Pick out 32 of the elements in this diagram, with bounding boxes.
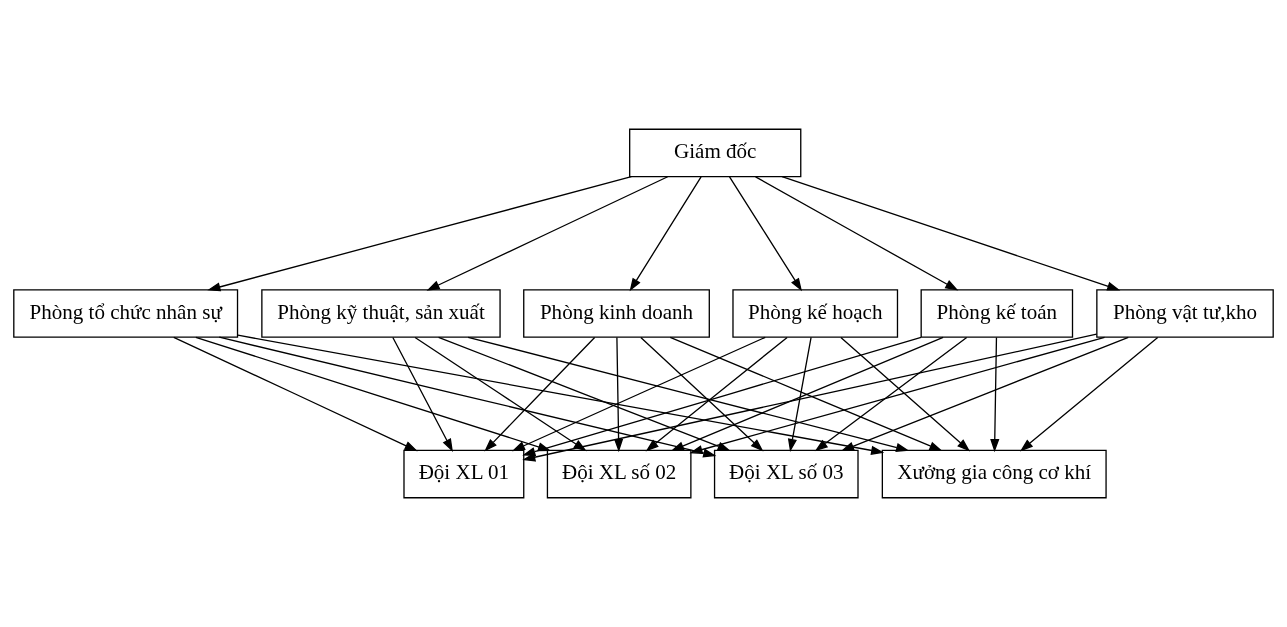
arrow	[522, 336, 922, 457]
node-box: Đội XL số 02	[546, 449, 692, 499]
arrow	[173, 336, 418, 452]
node-box: Xưởng gia công cơ khí	[881, 449, 1107, 499]
arrow	[218, 336, 717, 458]
arrow	[629, 176, 702, 292]
arrow	[1019, 336, 1159, 452]
arrow	[689, 336, 1106, 455]
node-box: Phòng vật tư,kho	[1096, 289, 1274, 338]
node-box: Phòng kế hoạch	[732, 289, 899, 338]
arrow	[840, 336, 971, 452]
node-box: Phòng tổ chức nhân sự	[13, 289, 239, 338]
arrow	[392, 336, 453, 452]
arrow	[814, 336, 968, 452]
node-box: Phòng kinh doanh	[523, 289, 710, 338]
arrow	[754, 176, 959, 291]
node-box: Phòng kỹ thuật, sản xuất	[261, 289, 501, 338]
node-box: Đội XL 01	[403, 449, 525, 499]
arrow	[645, 336, 788, 452]
arrow	[426, 176, 669, 291]
arrow	[787, 336, 812, 453]
arrow	[728, 176, 802, 292]
arrow	[207, 176, 633, 292]
node-box: Phòng kế toán	[920, 289, 1074, 338]
arrow	[613, 336, 624, 453]
node-box: Đội XL số 03	[713, 449, 859, 499]
arrow	[840, 336, 1129, 452]
node-box: Giám đốc	[629, 128, 802, 178]
arrow	[522, 333, 1098, 462]
arrow	[990, 336, 1000, 453]
arrow	[640, 336, 764, 452]
arrow	[781, 176, 1121, 291]
